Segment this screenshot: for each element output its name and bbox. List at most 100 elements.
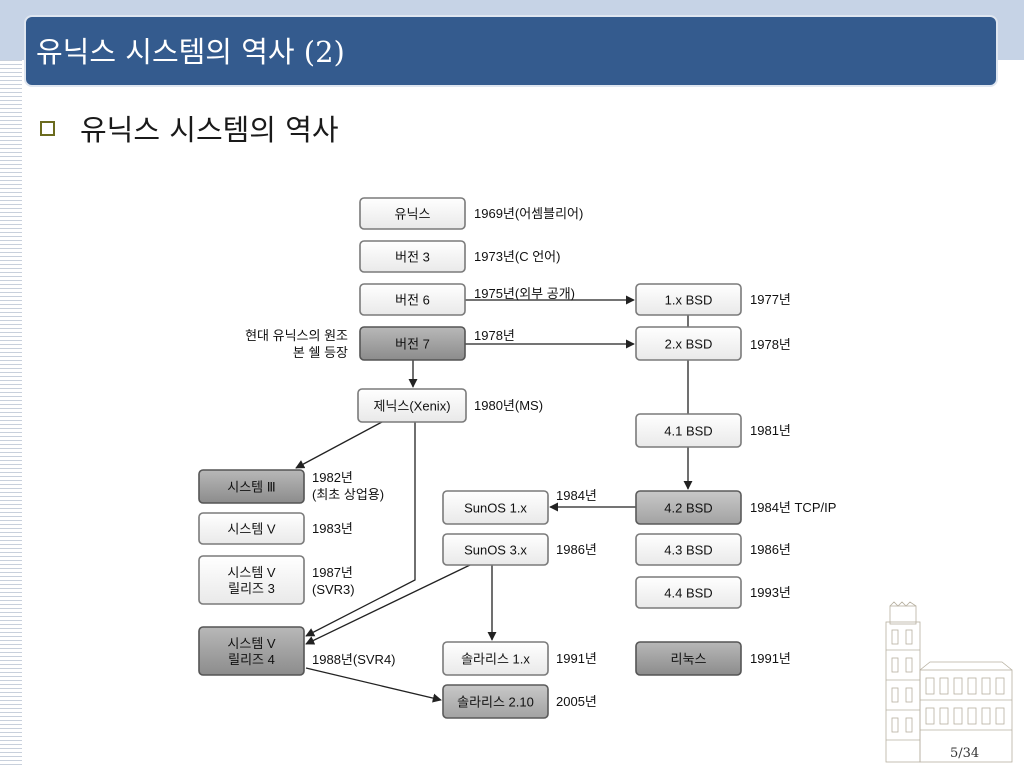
annotation-sunos3: 1986년: [556, 542, 597, 557]
annotation-sol2: 2005년: [556, 694, 597, 709]
box-label-xenix: 제닉스(Xenix): [373, 399, 450, 414]
box-bsd43: 4.3 BSD: [635, 533, 742, 566]
box-sol1: 솔라리스 1.x: [442, 641, 549, 676]
box-sys3: 시스템 Ⅲ: [198, 469, 305, 504]
annotation-sunos1: 1984년: [556, 488, 597, 503]
box-v7: 버전 7: [359, 326, 466, 361]
box-shape-linux: [635, 641, 742, 676]
box-bsd41: 4.1 BSD: [635, 413, 742, 448]
annotation-v7-left: 본 쉘 등장: [293, 345, 348, 360]
diagram-labels: 1969년(어셈블리어) 1973년(C 언어) 1975년(외부 공개) 1978년…: [245, 206, 836, 709]
box-sol2: 솔라리스 2.10: [442, 684, 549, 719]
annotation-sys3: 1982년: [312, 470, 353, 485]
box-label-svr4: 시스템 V: [227, 636, 275, 651]
box-label-v3: 버전 3: [395, 250, 430, 265]
building-watermark-icon: [885, 601, 1013, 763]
annotation-bsd44: 1993년: [750, 585, 791, 600]
annotation-v3: 1973년(C 언어): [474, 249, 560, 264]
annotation-bsd1: 1977년: [750, 292, 791, 307]
annotation-svr4: 1988년(SVR4): [312, 652, 396, 667]
box-bsd42: 4.2 BSD: [635, 490, 742, 525]
annotation-v6: 1975년(외부 공개): [474, 286, 575, 301]
box-sunos3: SunOS 3.x: [442, 533, 549, 566]
box-shape-sunos1: [442, 490, 549, 525]
box-bsd1: 1.x BSD: [635, 283, 742, 316]
annotation-bsd2: 1978년: [750, 337, 791, 352]
annotation-v7: 1978년: [474, 328, 515, 343]
box-sunos1: SunOS 1.x: [442, 490, 549, 525]
annotation-linux: 1991년: [750, 651, 791, 666]
box-label-unix: 유닉스: [395, 207, 431, 222]
box-label-v6: 버전 6: [395, 293, 430, 308]
box-v3: 버전 3: [359, 240, 466, 273]
box-shape-v3: [359, 240, 466, 273]
box-shape-sysv: [198, 512, 305, 545]
box-label-v7: 버전 7: [395, 337, 430, 352]
box-shape-bsd42: [635, 490, 742, 525]
box-shape-sunos3: [442, 533, 549, 566]
box-shape-bsd1: [635, 283, 742, 316]
annotation-svr3: (SVR3): [312, 582, 355, 597]
box-label-bsd1: 1.x BSD: [665, 293, 713, 308]
box-label-bsd44: 4.4 BSD: [664, 586, 712, 601]
box-shape-xenix: [357, 388, 467, 423]
edge-xenix-to-sys3: [295, 421, 383, 469]
box-label-sol1: 솔라리스 1.x: [461, 652, 530, 667]
box-label-sys3: 시스템 Ⅲ: [227, 480, 275, 495]
annotation-sysv: 1983년: [312, 521, 353, 536]
edge-sunos3-to-svr4: [305, 564, 471, 645]
diagram-edges: [295, 295, 693, 703]
box-sysv: 시스템 V: [198, 512, 305, 545]
box-label-bsd2: 2.x BSD: [665, 337, 713, 352]
box-label-sunos3: SunOS 3.x: [464, 543, 527, 558]
annotation-sol1: 1991년: [556, 651, 597, 666]
box-shape-sys3: [198, 469, 305, 504]
box-bsd44: 4.4 BSD: [635, 576, 742, 609]
box-label-svr3: 릴리즈 3: [228, 581, 275, 596]
box-label-linux: 리눅스: [671, 652, 707, 667]
annotation-sys3: (최초 상업용): [312, 487, 384, 502]
box-shape-v7: [359, 326, 466, 361]
box-shape-unix: [359, 197, 466, 230]
box-shape-svr4: [198, 626, 305, 676]
annotation-unix: 1969년(어셈블리어): [474, 206, 583, 221]
title-bar: [24, 15, 998, 87]
box-shape-bsd43: [635, 533, 742, 566]
slide-title: 유닉스 시스템의 역사 (2): [36, 35, 345, 69]
box-label-sol2: 솔라리스 2.10: [457, 695, 534, 710]
bullet-text: 유닉스 시스템의 역사: [80, 113, 339, 147]
box-shape-svr3: [198, 555, 305, 605]
box-shape-v6: [359, 283, 466, 316]
edge-xenix-to-svr4: [305, 422, 416, 637]
annotation-svr3: 1987년: [312, 565, 353, 580]
box-label-sunos1: SunOS 1.x: [464, 501, 527, 516]
bullet-square-icon: [40, 121, 55, 136]
box-bsd2: 2.x BSD: [635, 326, 742, 361]
box-shape-bsd44: [635, 576, 742, 609]
box-shape-sol1: [442, 641, 549, 676]
box-unix: 유닉스: [359, 197, 466, 230]
edge-svr4-to-sol2: [305, 667, 442, 703]
box-v6: 버전 6: [359, 283, 466, 316]
box-label-svr4: 릴리즈 4: [228, 652, 275, 667]
annotation-bsd41: 1981년: [750, 423, 791, 438]
box-label-bsd41: 4.1 BSD: [664, 424, 712, 439]
left-decoration-stripes: [0, 60, 22, 768]
page-number: 5/34: [950, 746, 980, 761]
box-shape-bsd41: [635, 413, 742, 448]
annotation-v7-left: 현대 유닉스의 원조: [245, 328, 348, 343]
annotation-xenix: 1980년(MS): [474, 398, 543, 413]
box-label-svr3: 시스템 V: [227, 565, 275, 580]
box-label-sysv: 시스템 V: [227, 522, 275, 537]
box-xenix: 제닉스(Xenix): [357, 388, 467, 423]
annotation-bsd42: 1984년 TCP/IP: [750, 500, 836, 515]
box-shape-bsd2: [635, 326, 742, 361]
box-label-bsd42: 4.2 BSD: [664, 501, 712, 516]
annotation-bsd43: 1986년: [750, 542, 791, 557]
box-shape-sol2: [442, 684, 549, 719]
box-linux: 리눅스: [635, 641, 742, 676]
